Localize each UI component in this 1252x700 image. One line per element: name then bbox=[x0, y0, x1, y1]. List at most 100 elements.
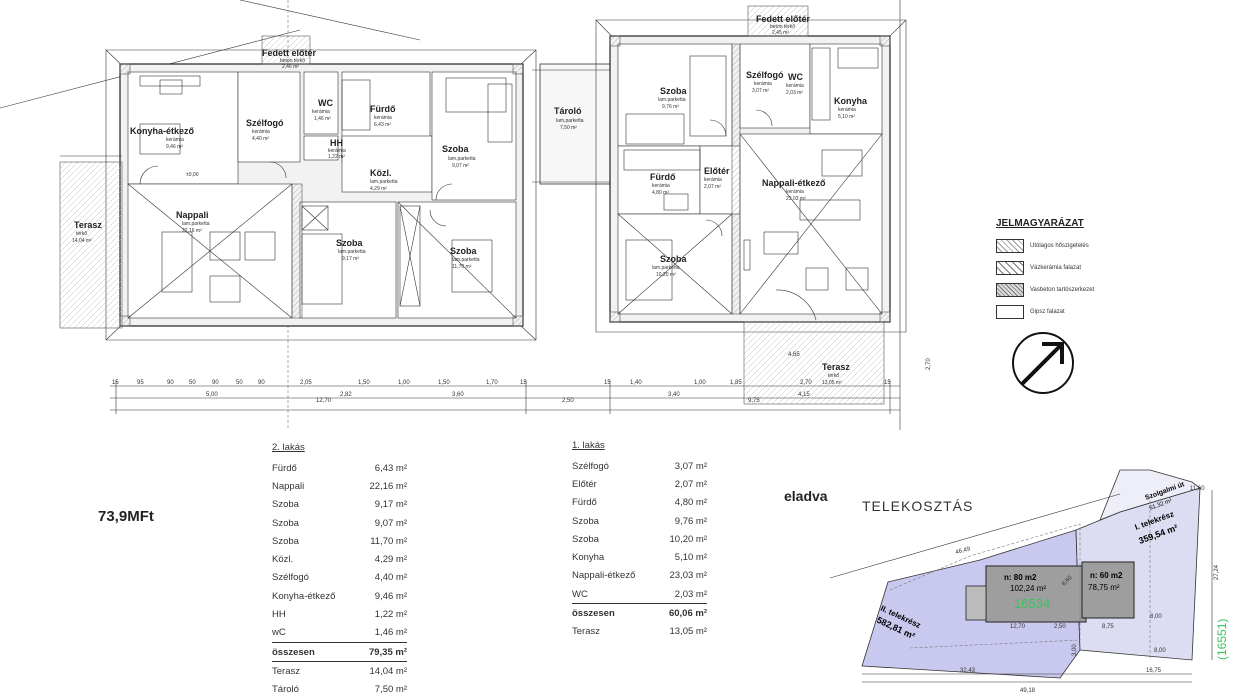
svg-text:kerámia: kerámia bbox=[166, 137, 184, 143]
svg-text:9,46 m²: 9,46 m² bbox=[166, 144, 183, 150]
room-label: Fürdő bbox=[370, 104, 396, 114]
legend-swatch-gypsum bbox=[996, 305, 1024, 319]
svg-text:2,07 m²: 2,07 m² bbox=[704, 184, 721, 190]
svg-text:14,04 m²: 14,04 m² bbox=[72, 238, 92, 244]
legend-swatch-concrete bbox=[996, 283, 1024, 297]
plot-map: I. telekrész 359,54 m² II. telekrész 582… bbox=[829, 469, 1229, 694]
dim-label: 15 bbox=[604, 380, 611, 386]
dim-label: 32,43 bbox=[960, 668, 976, 674]
room-label: Tároló bbox=[554, 106, 582, 116]
room-label: Szoba bbox=[442, 144, 469, 154]
svg-text:lam.parketta: lam.parketta bbox=[652, 265, 680, 271]
svg-text:térkő: térkő bbox=[828, 373, 839, 379]
dim-label: 27,24 bbox=[1214, 564, 1220, 580]
dim-label: 50 bbox=[189, 380, 196, 386]
right-room-labels: Fedett előtér beton térkő 2,45 m² Szoba … bbox=[650, 14, 868, 386]
dim-label: 90 bbox=[212, 380, 219, 386]
dim-label: 2,05 bbox=[300, 380, 312, 386]
svg-text:lam.parketta: lam.parketta bbox=[658, 97, 686, 103]
room-label: Nappali bbox=[176, 210, 209, 220]
floor-plan: Fedett előtér beton térkő 2,46 m² Konyha… bbox=[0, 0, 932, 430]
svg-text:lam.parketta: lam.parketta bbox=[182, 221, 210, 227]
dim-label: 15 bbox=[520, 380, 527, 386]
svg-text:4,40 m²: 4,40 m² bbox=[252, 136, 269, 142]
svg-text:2,46 m²: 2,46 m² bbox=[282, 64, 299, 70]
dim-label: 16,75 bbox=[1146, 668, 1162, 674]
svg-text:kerámia: kerámia bbox=[374, 115, 392, 121]
svg-text:lam.parketta: lam.parketta bbox=[452, 257, 480, 263]
dim-label: 1,00 bbox=[398, 380, 410, 386]
room-label: WC bbox=[318, 98, 333, 108]
dim-label: 90 bbox=[167, 380, 174, 386]
dim-label: 2,70 bbox=[926, 358, 932, 370]
room-label: Szoba bbox=[336, 238, 363, 248]
svg-text:9,07 m²: 9,07 m² bbox=[452, 163, 469, 169]
legend-item: Gipsz falazat bbox=[996, 301, 1126, 323]
svg-text:5,10 m²: 5,10 m² bbox=[838, 114, 855, 120]
dim-label: 46,49 bbox=[955, 546, 972, 556]
room-label: Konyha-étkező bbox=[130, 126, 195, 136]
dim-label: 9,75 bbox=[748, 398, 760, 404]
room-label: Szoba bbox=[660, 254, 687, 264]
dim-label: 3,00 bbox=[1072, 644, 1078, 656]
house-label: n: 80 m2 bbox=[1004, 573, 1037, 582]
svg-text:kerámia: kerámia bbox=[312, 109, 330, 115]
dim-label: 2,82 bbox=[340, 392, 352, 398]
svg-text:kerámia: kerámia bbox=[652, 183, 670, 189]
svg-text:kerámia: kerámia bbox=[704, 177, 722, 183]
svg-text:2,45 m²: 2,45 m² bbox=[772, 30, 789, 36]
svg-text:kerámia: kerámia bbox=[786, 83, 804, 89]
dim-label: 95 bbox=[137, 380, 144, 386]
plot-title: TELEKOSZTÁS bbox=[862, 498, 974, 514]
svg-text:lam.parketta: lam.parketta bbox=[556, 118, 584, 124]
legend: JELMAGYARÁZAT Utólagos hőszigetelés Vázk… bbox=[996, 218, 1126, 323]
dim-label: 11,60 bbox=[1190, 486, 1205, 492]
legend-title: JELMAGYARÁZAT bbox=[996, 218, 1084, 229]
room-label: Szoba bbox=[660, 86, 687, 96]
svg-text:9,76 m²: 9,76 m² bbox=[662, 104, 679, 110]
room-label: Előtér bbox=[704, 166, 730, 176]
level-mark: ±0,00 bbox=[186, 172, 199, 178]
room-label: Terasz bbox=[822, 362, 850, 372]
svg-text:3,07 m²: 3,07 m² bbox=[752, 88, 769, 94]
house-area: 102,24 m² bbox=[1010, 584, 1046, 593]
svg-text:22,16 m²: 22,16 m² bbox=[182, 228, 202, 234]
svg-text:1,46 m²: 1,46 m² bbox=[314, 116, 331, 122]
flat1-title: 1. lakás bbox=[572, 440, 605, 451]
room-label: Közl. bbox=[370, 168, 392, 178]
dim-label: 2,70 bbox=[800, 380, 812, 386]
room-label: WC bbox=[788, 72, 803, 82]
dim-label: 8,00 bbox=[1154, 648, 1166, 654]
house-area: 78,75 m² bbox=[1088, 583, 1120, 592]
dim-label: 3,40 bbox=[668, 392, 680, 398]
svg-text:kerámia: kerámia bbox=[252, 129, 270, 135]
legend-item: Vázkerámia falazat bbox=[996, 257, 1126, 279]
dim-label: 50 bbox=[236, 380, 243, 386]
room-label: Fedett előtér bbox=[262, 48, 317, 58]
svg-text:kerámia: kerámia bbox=[328, 148, 346, 154]
svg-text:4,29 m²: 4,29 m² bbox=[370, 186, 387, 192]
dim-label: 90 bbox=[258, 380, 265, 386]
svg-text:2,03 m²: 2,03 m² bbox=[786, 90, 803, 96]
dim-label: 15 bbox=[112, 380, 119, 386]
legend-item: Vasbeton tartószerkezet bbox=[996, 279, 1126, 301]
dim-label: 8,00 bbox=[1150, 614, 1162, 620]
svg-text:kerámia: kerámia bbox=[754, 81, 772, 87]
dim-label: 1,00 bbox=[694, 380, 706, 386]
dim-label: 49,18 bbox=[1020, 688, 1036, 694]
svg-text:térkő: térkő bbox=[76, 231, 87, 237]
dim-label: 1,50 bbox=[438, 380, 450, 386]
